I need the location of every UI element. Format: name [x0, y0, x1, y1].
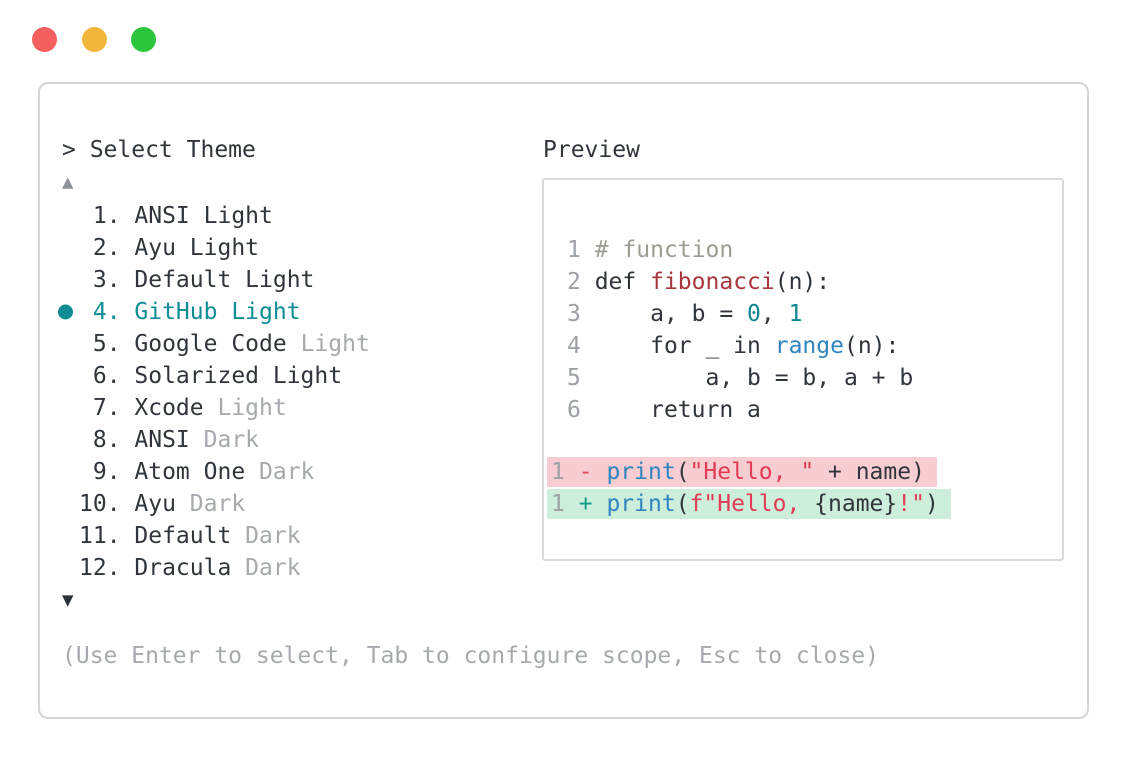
theme-name: Solarized Light	[134, 363, 343, 389]
theme-name: Atom One	[134, 459, 246, 485]
maximize-button[interactable]	[131, 27, 157, 52]
code-line: 1 # function	[567, 237, 734, 263]
theme-name: ANSI	[134, 427, 190, 453]
theme-number: 7.	[79, 395, 135, 421]
theme-option-10[interactable]: 10. Ayu Dark	[79, 488, 370, 520]
theme-option-12[interactable]: 12. Dracula Dark	[79, 552, 370, 584]
line-number: 4	[567, 333, 581, 359]
close-button[interactable]	[32, 27, 57, 52]
scroll-down-icon[interactable]: ▼	[62, 589, 74, 611]
theme-name: Xcode	[134, 395, 204, 421]
theme-variant: Light	[203, 395, 287, 421]
theme-option-9[interactable]: 9. Atom One Dark	[79, 456, 370, 488]
theme-variant: Dark	[175, 491, 246, 517]
line-number: 6	[567, 397, 581, 423]
minimize-button[interactable]	[81, 27, 107, 52]
theme-option-4[interactable]: 4. GitHub Light	[58, 296, 370, 328]
theme-option-11[interactable]: 11. Default Dark	[79, 520, 370, 552]
theme-number: 2.	[79, 235, 135, 261]
theme-name: Default	[134, 523, 232, 549]
theme-name: Default Light	[134, 267, 315, 293]
preview-box: 1 # function 2 def fibonacci(n): 3 a, b = …	[542, 178, 1064, 561]
theme-number: 9.	[79, 459, 135, 485]
selected-bullet-icon	[58, 304, 73, 320]
code-line: 5 a, b = b, a + b	[567, 365, 914, 391]
diff-line-added: 1 + print(f"Hello, {name}!")	[547, 488, 951, 520]
theme-variant: Dark	[231, 555, 301, 581]
diff-highlight-added: 1 + print(f"Hello, {name}!")	[547, 489, 951, 519]
theme-option-7[interactable]: 7. Xcode Light	[79, 392, 370, 424]
theme-picker-panel: > Select Theme Preview ▲ 1. ANSI Light 2…	[38, 82, 1089, 719]
theme-option-1[interactable]: 1. ANSI Light	[79, 200, 370, 232]
theme-option-6[interactable]: 6. Solarized Light	[79, 360, 370, 392]
line-number: 5	[567, 365, 581, 391]
theme-number: 6.	[79, 363, 135, 389]
theme-name: Ayu Light	[134, 235, 260, 261]
theme-variant: Dark	[231, 523, 301, 549]
theme-number: 5.	[79, 331, 135, 357]
theme-variant: Dark	[245, 459, 315, 485]
line-number: 1	[551, 459, 565, 485]
code-line: 3 a, b = 0, 1	[567, 301, 803, 327]
line-number: 2	[567, 269, 581, 295]
code-line: 4 for _ in range(n):	[567, 333, 900, 359]
theme-option-8[interactable]: 8. ANSI Dark	[79, 424, 370, 456]
theme-number: 8.	[79, 427, 135, 453]
theme-option-2[interactable]: 2. Ayu Light	[79, 232, 370, 264]
diff-line-removed: 1 - print("Hello, " + name)	[547, 456, 951, 488]
scroll-up-icon[interactable]: ▲	[62, 171, 74, 193]
preview-title: Preview	[543, 137, 640, 163]
theme-number: 10.	[79, 491, 135, 517]
theme-name: ANSI Light	[134, 203, 273, 229]
theme-name: Ayu	[134, 491, 176, 517]
code-line: 2 def fibonacci(n):	[567, 269, 831, 295]
line-number: 3	[567, 301, 581, 327]
window-controls	[32, 27, 171, 56]
theme-list: 1. ANSI Light 2. Ayu Light 3. Default Li…	[58, 200, 370, 584]
theme-name: Dracula	[134, 555, 232, 581]
line-number: 1	[567, 237, 581, 263]
code-sample: 1 # function 2 def fibonacci(n): 3 a, b = …	[567, 234, 913, 426]
diff-highlight-removed: 1 - print("Hello, " + name)	[547, 457, 937, 487]
theme-variant: Light	[286, 331, 370, 357]
picker-title: > Select Theme	[62, 137, 256, 163]
code-line: 6 return a	[567, 397, 761, 423]
diff-sample: 1 - print("Hello, " + name)1 + print(f"H…	[547, 456, 951, 520]
theme-name: GitHub Light	[134, 299, 301, 325]
theme-number: 4.	[79, 299, 135, 325]
theme-number: 12.	[79, 555, 135, 581]
theme-number: 3.	[79, 267, 135, 293]
theme-number: 1.	[79, 203, 135, 229]
theme-variant: Dark	[189, 427, 260, 453]
theme-number: 11.	[79, 523, 135, 549]
theme-option-5[interactable]: 5. Google Code Light	[79, 328, 370, 360]
theme-option-3[interactable]: 3. Default Light	[79, 264, 370, 296]
help-text: (Use Enter to select, Tab to configure s…	[62, 643, 879, 669]
theme-name: Google Code	[134, 331, 287, 357]
line-number: 1	[551, 491, 565, 517]
